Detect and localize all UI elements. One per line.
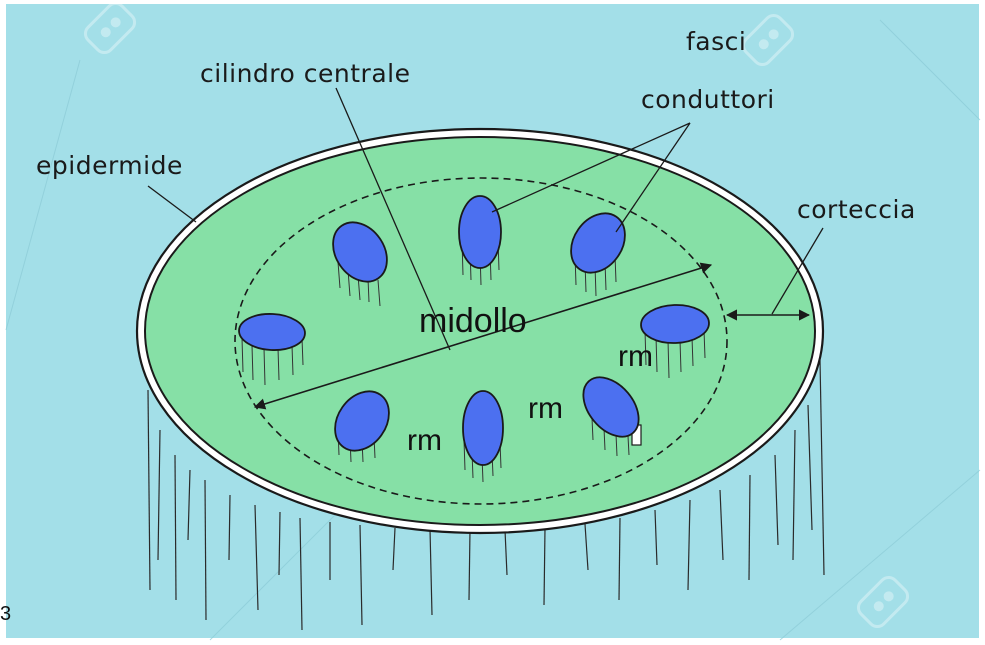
label-corteccia: corteccia [797,195,916,224]
label-cilindro-centrale: cilindro centrale [200,59,410,88]
label-rm: rm [528,392,563,425]
corner-mark: 3 [0,603,11,625]
label-rm: rm [407,424,442,457]
label-rm: rm [618,340,653,373]
label-midollo: midollo [419,302,527,340]
label-conduttori: conduttori [641,85,775,114]
label-epidermide: epidermide [36,151,183,180]
label-fasci: fasci [686,27,746,56]
